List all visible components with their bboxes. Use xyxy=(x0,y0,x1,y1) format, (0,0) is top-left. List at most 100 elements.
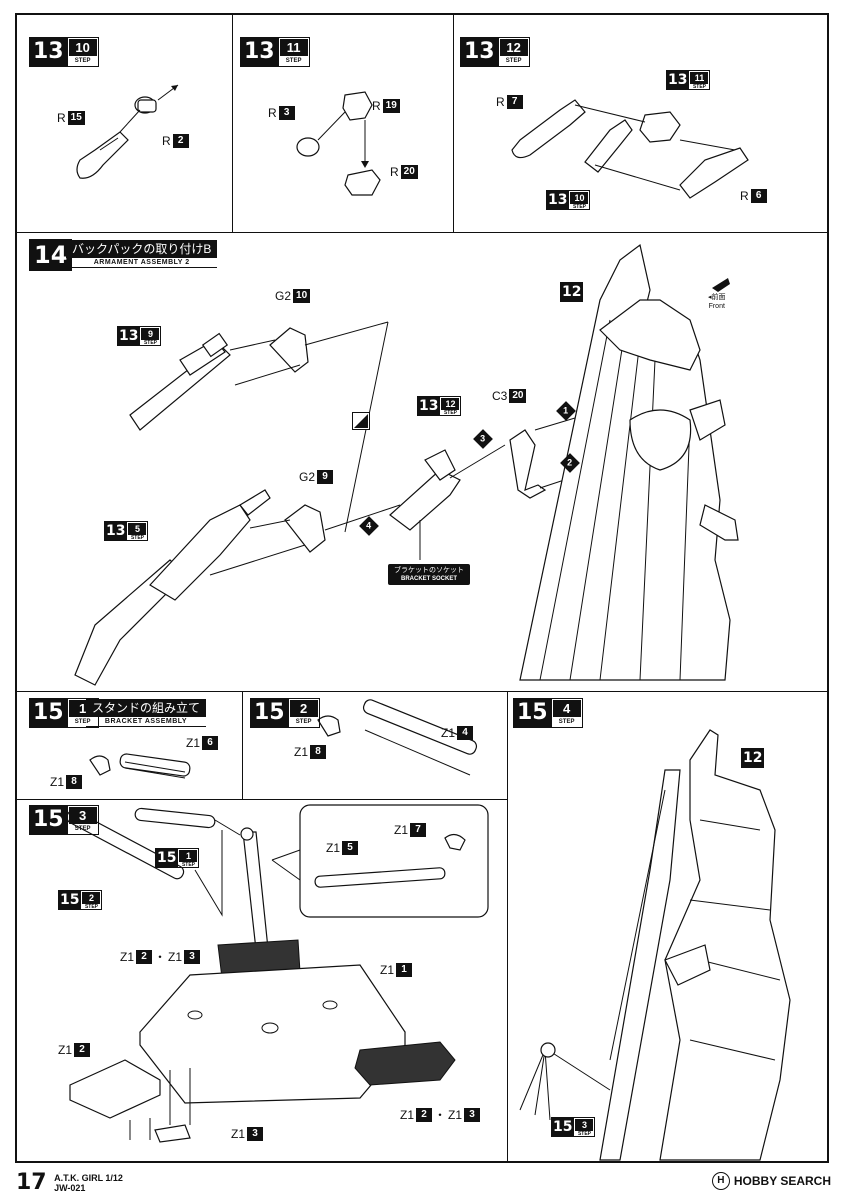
page-frame xyxy=(15,13,829,1163)
rod-assembly-15-2 xyxy=(66,809,185,880)
step-14-title-jp: バックパックの取り付けB xyxy=(66,240,218,258)
clip-z1-2-z1-3-side xyxy=(354,1041,456,1086)
rod-z1-5 xyxy=(314,867,446,888)
cap-z1-8-b xyxy=(317,715,341,737)
divider-15-3 xyxy=(15,799,507,800)
clip-z1-3 xyxy=(154,1124,191,1143)
adapter-13-12 xyxy=(389,469,461,531)
step-15-1-title-jp: スタンドの組み立て xyxy=(86,699,207,717)
cap-part-r3 xyxy=(296,137,320,157)
divider-row2 xyxy=(15,691,829,692)
attention-icon xyxy=(352,412,370,430)
divider-row1 xyxy=(15,232,829,233)
clip-z1-2 xyxy=(69,1059,161,1119)
stand-joint xyxy=(540,1042,556,1058)
rifle-13-9 xyxy=(129,332,231,431)
footer-page-info: 17 A.T.K. GIRL 1/12 JW-021 xyxy=(16,1170,123,1195)
figure-on-stand xyxy=(599,729,791,1161)
cap-z1-7 xyxy=(444,833,466,851)
figure-backpack xyxy=(519,243,739,681)
divider-13-10-11 xyxy=(232,13,233,232)
hobby-search-watermark: H HOBBY SEARCH xyxy=(711,1172,831,1190)
joint-part-r2 xyxy=(134,96,157,114)
rod-z1-4 xyxy=(362,699,478,755)
bracket-socket-label-en: BRACKET SOCKET xyxy=(400,576,457,582)
hobby-search-text: HOBBY SEARCH xyxy=(733,1174,831,1188)
arm-part-13-10 xyxy=(584,119,633,173)
socket-arm-c3-20 xyxy=(509,429,547,499)
ref-12-b: 12 xyxy=(741,748,765,768)
page-number: 17 xyxy=(16,1170,47,1195)
hobby-search-icon: H xyxy=(711,1172,730,1190)
bracket-part-r19 xyxy=(342,91,373,121)
step-14-title-en: ARMAMENT ASSEMBLY 2 xyxy=(66,258,218,268)
divider-15-1-2 xyxy=(242,691,243,799)
bracket-socket-label-jp: ブラケットのソケット xyxy=(394,567,464,574)
joint-part-r20 xyxy=(344,169,381,196)
front-label-jp: ◂前面 xyxy=(708,294,726,301)
sword-13-5 xyxy=(74,489,271,686)
step-15-1-title: スタンドの組み立て BRACKET ASSEMBLY xyxy=(86,699,207,727)
joint-part-13-11 xyxy=(639,111,681,143)
rod-z1-6 xyxy=(119,753,191,777)
product-code: JW-021 xyxy=(54,1183,86,1193)
step-14-title: バックパックの取り付けB ARMAMENT ASSEMBLY 2 xyxy=(66,240,218,268)
product-name: A.T.K. GIRL 1/12 xyxy=(54,1173,123,1183)
arm-part-r15 xyxy=(76,131,129,179)
front-arrow xyxy=(712,278,730,292)
product-info: A.T.K. GIRL 1/12 JW-021 xyxy=(54,1173,123,1193)
divider-13-11-12 xyxy=(453,13,454,232)
detail-inset-box xyxy=(299,804,489,918)
front-direction-label: ◂前面 Front xyxy=(708,293,726,311)
step-15-1-title-en: BRACKET ASSEMBLY xyxy=(86,717,207,727)
arm-part-r6 xyxy=(679,147,749,199)
bracket-socket-label: ブラケットのソケット BRACKET SOCKET xyxy=(388,564,470,585)
rod-assembly-15-1 xyxy=(134,807,216,829)
cap-z1-8 xyxy=(89,755,111,776)
front-label-en: Front xyxy=(708,303,725,310)
ref-12-a: 12 xyxy=(560,282,584,302)
divider-15-2-4 xyxy=(507,691,508,1163)
bracket-g2-10 xyxy=(269,327,309,373)
step-14-badge: 14 xyxy=(29,239,73,271)
arm-part-r7 xyxy=(511,99,586,159)
bracket-g2-9 xyxy=(284,504,326,553)
